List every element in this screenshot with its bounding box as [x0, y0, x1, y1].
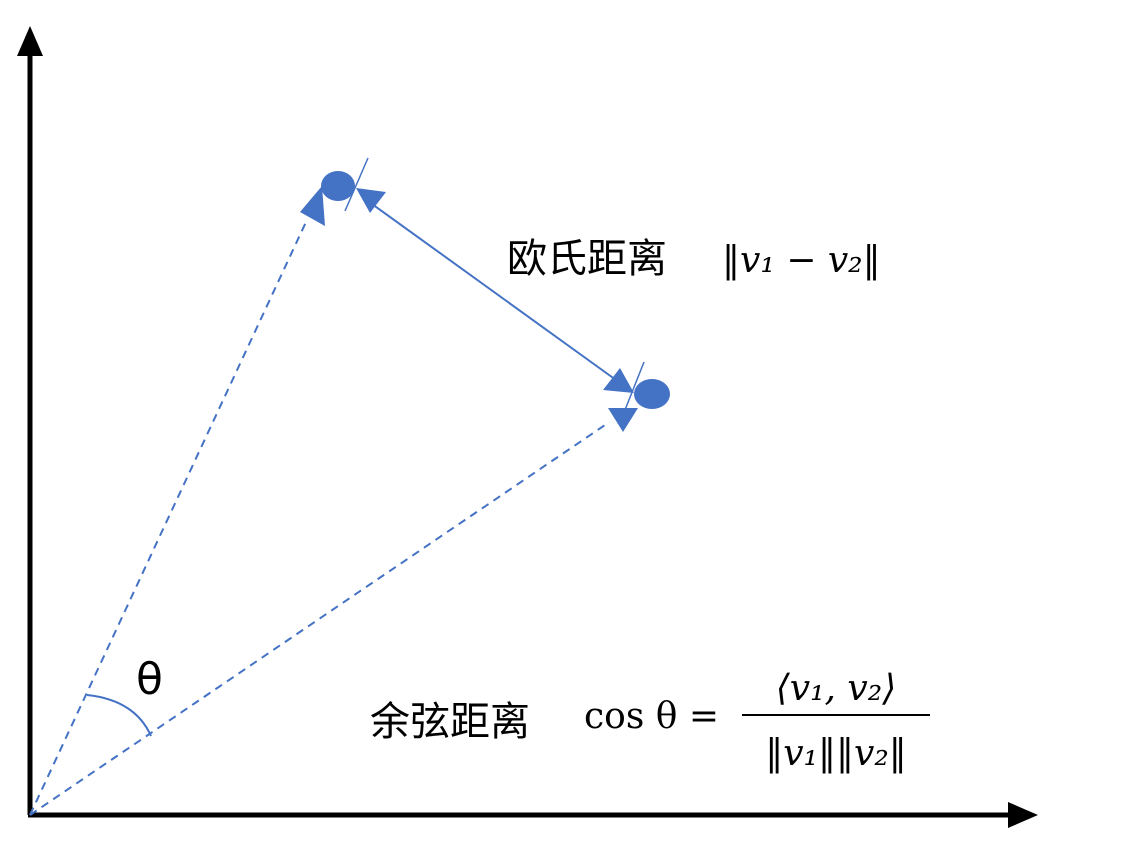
point-v2 [634, 379, 670, 409]
euclidean-distance-line [371, 203, 617, 381]
tick-mark-v2 [624, 361, 645, 411]
euclidean-arrowhead-top [356, 188, 386, 213]
vector-v2-arrowhead [608, 408, 638, 432]
cosine-denominator: ‖v₁‖‖v₂‖ [765, 733, 907, 774]
axes [17, 26, 1038, 828]
x-axis-arrow [1008, 802, 1038, 828]
angle-label: θ [136, 654, 163, 705]
y-axis-arrow [17, 26, 43, 56]
cosine-numerator: ⟨v₁, v₂⟩ [776, 668, 897, 709]
angle-arc [86, 694, 152, 737]
euclidean-label: 欧氏距离 [507, 236, 667, 282]
euclidean-formula: ‖v₁ − v₂‖ [722, 240, 881, 281]
cosine-lhs: cos θ = [584, 696, 719, 737]
vector-v1-arrowhead [300, 186, 325, 226]
point-v1 [321, 171, 355, 201]
vector-v2 [29, 424, 606, 816]
cosine-label: 余弦距离 [370, 699, 530, 745]
vector-v1 [29, 221, 307, 816]
euclidean-arrowhead-bottom [603, 368, 634, 393]
tick-mark-v1 [344, 157, 369, 212]
